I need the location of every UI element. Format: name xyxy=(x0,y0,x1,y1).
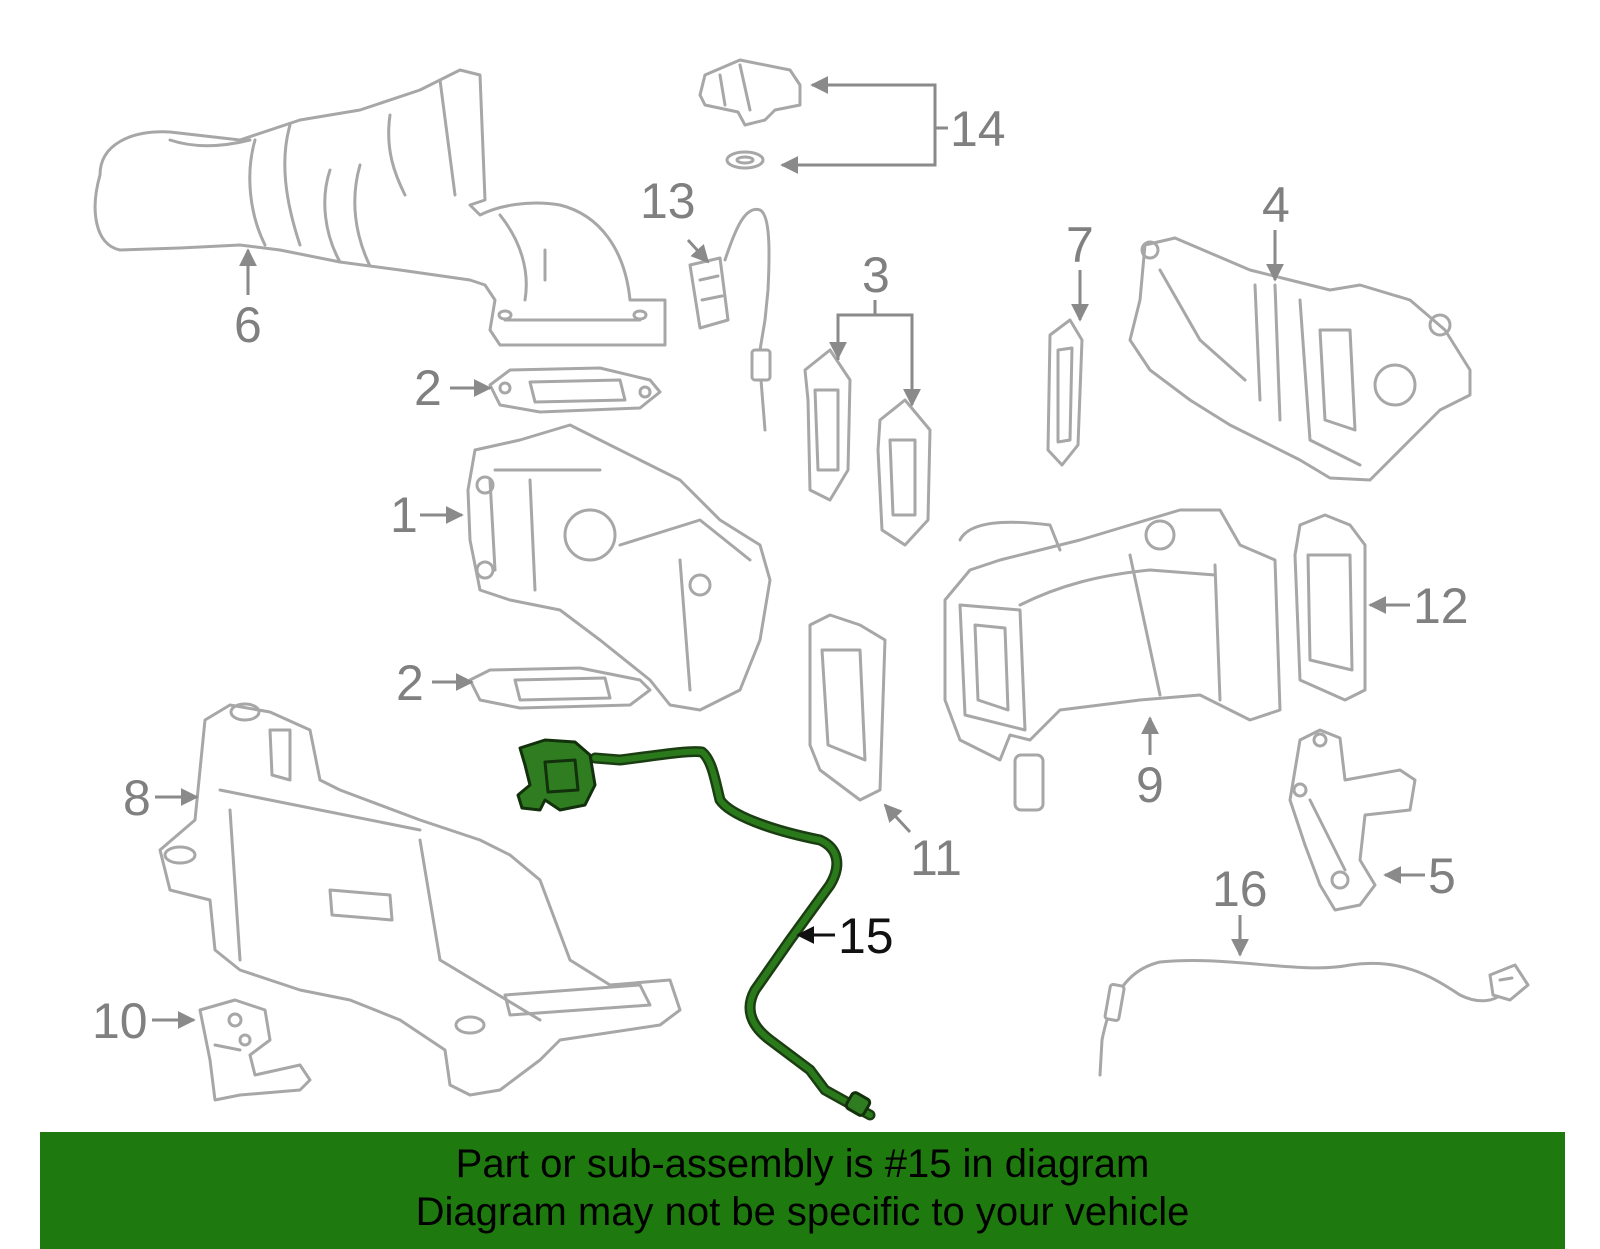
part-5-bracket[interactable] xyxy=(1288,728,1417,912)
part-8-cooler-housing[interactable] xyxy=(158,702,682,1097)
part-12-gasket[interactable] xyxy=(1293,513,1367,702)
svg-text:11: 11 xyxy=(910,830,962,886)
svg-text:10: 10 xyxy=(92,993,148,1049)
part-16-exhaust-temp-sensor[interactable] xyxy=(1098,958,1530,1077)
svg-text:3: 3 xyxy=(862,247,890,303)
part-15-nox-sensor-highlighted[interactable] xyxy=(516,738,876,1121)
svg-text:9: 9 xyxy=(1136,757,1164,813)
svg-text:8: 8 xyxy=(123,770,151,826)
callout-12: 12 xyxy=(1368,578,1469,634)
svg-text:14: 14 xyxy=(950,101,1006,157)
part-6-intake-tube[interactable] xyxy=(93,68,667,347)
callout-2-upper: 2 xyxy=(414,360,492,416)
callout-15[interactable]: 15 xyxy=(796,908,894,964)
svg-text:6: 6 xyxy=(234,297,262,353)
svg-text:5: 5 xyxy=(1428,848,1456,904)
callout-9: 9 xyxy=(1136,716,1164,813)
part-10-bracket[interactable] xyxy=(198,998,312,1102)
callout-7: 7 xyxy=(1066,217,1094,322)
svg-text:15: 15 xyxy=(838,908,894,964)
banner-part-reference: Part or sub-assembly is #15 in diagram xyxy=(455,1142,1150,1186)
svg-text:13: 13 xyxy=(640,173,696,229)
svg-text:4: 4 xyxy=(1262,177,1290,233)
svg-text:1: 1 xyxy=(390,487,418,543)
callout-14: 14 xyxy=(780,76,1006,174)
callout-8: 8 xyxy=(123,770,199,826)
part-7-gasket[interactable] xyxy=(1046,318,1084,467)
svg-text:16: 16 xyxy=(1212,861,1268,917)
callout-10: 10 xyxy=(92,993,196,1049)
part-2-gasket-lower[interactable] xyxy=(468,666,652,710)
callout-5: 5 xyxy=(1383,848,1456,904)
part-4-egr-valve[interactable] xyxy=(1128,236,1472,482)
callout-4: 4 xyxy=(1262,177,1290,282)
part-13-temp-sensor[interactable] xyxy=(688,207,772,432)
part-2-gasket-upper[interactable] xyxy=(488,366,662,414)
svg-text:7: 7 xyxy=(1066,217,1094,273)
callout-11: 11 xyxy=(883,803,962,886)
callout-3: 3 xyxy=(829,247,921,407)
part-11-gasket[interactable] xyxy=(808,613,887,802)
callout-2-lower: 2 xyxy=(396,655,474,711)
callout-13: 13 xyxy=(640,173,710,264)
part-9-egr-cooler[interactable] xyxy=(943,508,1282,812)
svg-text:12: 12 xyxy=(1413,578,1469,634)
part-1-egr-body[interactable] xyxy=(466,423,772,712)
callout-6: 6 xyxy=(234,248,262,353)
part-14-map-sensor[interactable] xyxy=(698,58,802,170)
svg-text:2: 2 xyxy=(414,360,442,416)
svg-text:2: 2 xyxy=(396,655,424,711)
info-banner: Part or sub-assembly is #15 in diagram D… xyxy=(40,1132,1565,1249)
part-3-gaskets[interactable] xyxy=(803,348,932,547)
callout-16: 16 xyxy=(1212,861,1268,957)
banner-disclaimer: Diagram may not be specific to your vehi… xyxy=(415,1190,1190,1234)
callout-1: 1 xyxy=(390,487,464,543)
